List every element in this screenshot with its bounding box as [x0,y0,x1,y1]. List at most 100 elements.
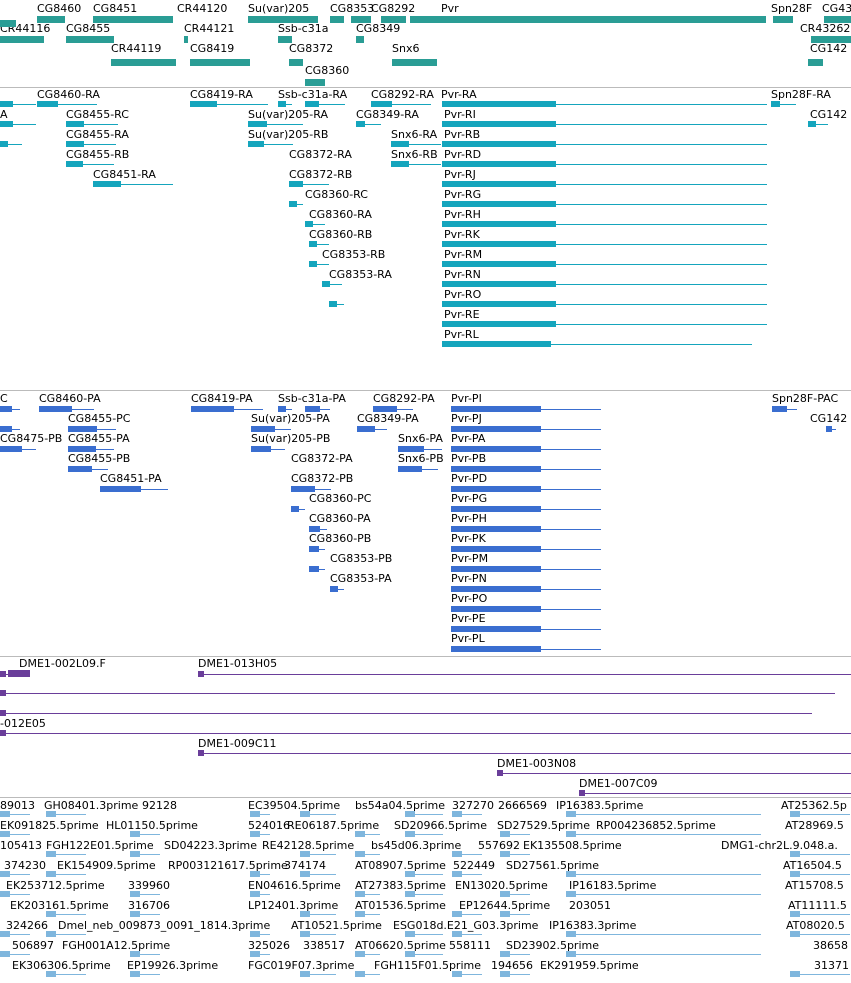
est-label[interactable]: 194656 [491,959,533,972]
transcript-model[interactable] [442,300,767,309]
protein-label[interactable]: Su(var)205-PB [251,432,331,445]
protein-model[interactable] [451,445,601,454]
gene-bar[interactable] [0,36,44,43]
gene-bar[interactable] [351,16,371,23]
est-label[interactable]: AT01536.5prime [355,899,446,912]
clone-model[interactable] [198,749,851,758]
est-label[interactable]: 203051 [569,899,611,912]
gene-bar[interactable] [381,16,406,23]
est-label[interactable]: FGC019F07.3prime [248,959,355,972]
est-label[interactable]: ESG018d.E21_G03.3prime [393,919,539,932]
protein-label[interactable]: CG8372-PB [291,472,354,485]
protein-label[interactable]: Pvr-PH [451,512,487,525]
transcript-label[interactable]: CG8360-RC [305,188,368,201]
transcript-model[interactable] [442,100,767,109]
est-model[interactable] [300,870,336,879]
protein-label[interactable]: Pvr-PK [451,532,486,545]
est-label[interactable]: 325026 [248,939,290,952]
est-label[interactable]: 522449 [453,859,495,872]
protein-label[interactable]: C [0,392,8,405]
est-label[interactable]: RE42128.5prime [262,839,355,852]
gene-label[interactable]: Snx6 [392,42,420,55]
protein-model[interactable] [251,445,285,454]
clone-label[interactable]: DME1-003N08 [497,757,577,770]
est-label[interactable]: AT25362.5p [781,799,847,812]
est-model[interactable] [0,870,30,879]
gene-bar[interactable] [392,59,437,66]
clone-model[interactable] [198,670,851,679]
protein-label[interactable]: CG8360-PC [309,492,372,505]
est-model[interactable] [130,950,160,959]
transcript-model[interactable] [391,140,441,149]
gene-label[interactable]: CG8360 [305,64,350,77]
protein-label[interactable]: CG8353-PB [330,552,393,565]
est-model[interactable] [355,890,380,899]
est-model[interactable] [46,810,86,819]
transcript-model[interactable] [0,140,22,149]
gene-label[interactable]: CG8353 [330,2,375,15]
gene-label[interactable]: CG8419 [190,42,235,55]
transcript-model[interactable] [309,240,329,249]
protein-model[interactable] [357,425,387,434]
protein-label[interactable]: CG8292-PA [373,392,435,405]
est-model[interactable] [500,950,530,959]
est-label[interactable]: 557692 [478,839,520,852]
transcript-model[interactable] [442,340,612,349]
est-model[interactable] [790,910,850,919]
est-label[interactable]: 524016 [248,819,290,832]
protein-model[interactable] [305,405,330,414]
gene-bar[interactable] [278,36,292,43]
est-model[interactable] [0,950,30,959]
protein-label[interactable]: Pvr-PG [451,492,488,505]
gene-bar[interactable] [184,36,188,43]
est-model[interactable] [405,930,443,939]
est-model[interactable] [300,910,336,919]
clone-label[interactable]: DME1-002L09.F [19,657,106,670]
gene-bar[interactable] [330,16,344,23]
est-label[interactable]: SD23902.5prime [506,939,599,952]
transcript-model[interactable] [248,120,303,129]
est-model[interactable] [250,810,270,819]
protein-model[interactable] [68,425,116,434]
transcript-model[interactable] [371,100,431,109]
est-label[interactable]: SD27561.5prime [506,859,599,872]
protein-label[interactable]: Pvr-PO [451,592,488,605]
est-label[interactable]: 89013 [0,799,35,812]
est-model[interactable] [46,870,86,879]
gene-bar[interactable] [248,16,318,23]
transcript-label[interactable]: Pvr-RM [444,248,483,261]
gene-bar[interactable] [773,16,793,23]
est-model[interactable] [355,830,380,839]
est-label[interactable]: LP12401.3prime [248,899,339,912]
transcript-label[interactable]: Spn28F-RA [771,88,831,101]
clone-model[interactable] [497,769,851,778]
gene-label[interactable]: CG142 [810,42,848,55]
est-label[interactable]: EP19926.3prime [127,959,219,972]
protein-model[interactable] [0,425,20,434]
clone-model[interactable] [0,709,812,718]
transcript-label[interactable]: A [0,108,8,121]
protein-model[interactable] [772,405,797,414]
gene-bar[interactable] [305,79,325,86]
est-label[interactable]: SD27529.5prime [497,819,590,832]
est-label[interactable]: 338517 [303,939,345,952]
est-model[interactable] [130,830,160,839]
protein-label[interactable]: CG8360-PA [309,512,371,525]
est-label[interactable]: EP12644.5prime [459,899,551,912]
transcript-model[interactable] [442,240,767,249]
clone-label[interactable]: -012E05 [0,717,46,730]
transcript-model[interactable] [442,260,767,269]
protein-model[interactable] [451,605,601,614]
est-model[interactable] [130,890,160,899]
protein-label[interactable]: Spn28F-PAC [772,392,839,405]
est-model[interactable] [405,830,443,839]
est-model[interactable] [452,810,482,819]
est-model[interactable] [0,810,30,819]
transcript-label[interactable]: Pvr-RO [444,288,482,301]
protein-model[interactable] [39,405,94,414]
est-model[interactable] [250,930,270,939]
est-label[interactable]: IP16183.5prime [569,879,657,892]
est-label[interactable]: AT11111.5 [788,899,847,912]
transcript-model[interactable] [391,160,441,169]
est-model[interactable] [250,870,270,879]
